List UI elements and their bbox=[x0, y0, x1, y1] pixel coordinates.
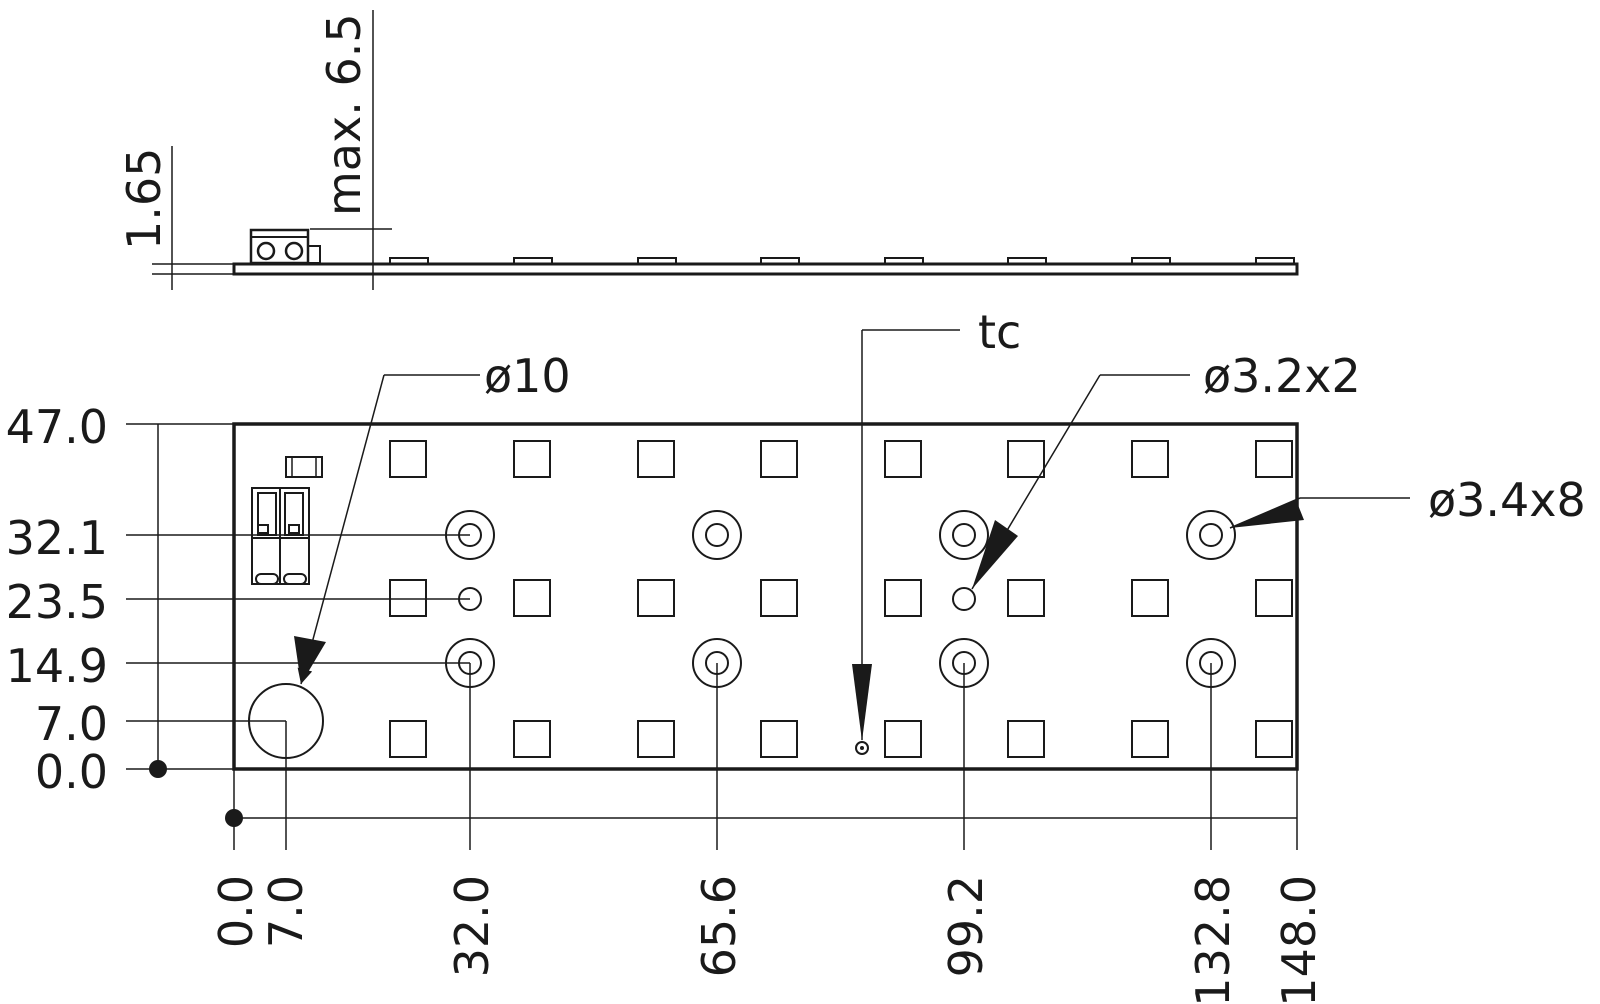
callout-mount-holes: ø3.4x8 bbox=[1229, 473, 1586, 529]
x-label-32: 32.0 bbox=[445, 875, 499, 977]
smd-component bbox=[285, 456, 323, 478]
callout-tc: tc bbox=[852, 305, 1021, 741]
side-led-bumps bbox=[389, 257, 1295, 265]
callout-big-hole-label: ø10 bbox=[484, 349, 571, 403]
led-squares bbox=[389, 440, 1293, 758]
side-view: 1.65 max. 6.5 bbox=[117, 10, 1299, 290]
y-label-7: 7.0 bbox=[35, 697, 108, 751]
x-label-99-2: 99.2 bbox=[939, 875, 993, 977]
x-label-148: 148.0 bbox=[1272, 875, 1326, 1004]
x-label-132-8: 132.8 bbox=[1186, 875, 1240, 1004]
dim-thickness-label: 1.65 bbox=[117, 148, 171, 250]
board-outline bbox=[232, 422, 1299, 771]
callout-tc-label: tc bbox=[978, 305, 1021, 359]
side-pcb-outline bbox=[232, 262, 1299, 276]
mounting-holes bbox=[445, 510, 1236, 688]
y-label-0: 0.0 bbox=[35, 745, 108, 799]
y-label-23-5: 23.5 bbox=[6, 575, 108, 629]
x-label-65-6: 65.6 bbox=[692, 875, 746, 977]
x-dimension-labels: 0.0 7.0 32.0 65.6 99.2 132.8 148.0 bbox=[209, 875, 1326, 1004]
y-dimensions bbox=[126, 423, 470, 770]
x-dimensions bbox=[233, 663, 1298, 850]
y-dimension-labels: 47.0 32.1 23.5 14.9 7.0 0.0 bbox=[6, 400, 108, 799]
y-label-32-1: 32.1 bbox=[6, 511, 108, 565]
y-origin-dot bbox=[149, 760, 167, 778]
connector-top bbox=[251, 487, 310, 585]
side-connector bbox=[249, 228, 321, 265]
callout-small-holes: ø3.2x2 bbox=[971, 349, 1361, 590]
x-origin-dot bbox=[225, 809, 243, 827]
tc-point bbox=[855, 741, 869, 755]
dim-max-height-label: max. 6.5 bbox=[317, 13, 371, 216]
x-label-7: 7.0 bbox=[259, 875, 313, 948]
y-label-47: 47.0 bbox=[6, 400, 108, 454]
small-holes bbox=[458, 587, 976, 611]
x-label-0: 0.0 bbox=[209, 875, 263, 948]
callout-big-hole: ø10 bbox=[294, 349, 571, 685]
y-label-14-9: 14.9 bbox=[6, 639, 108, 693]
callout-small-holes-label: ø3.2x2 bbox=[1203, 349, 1361, 403]
top-view: 47.0 32.1 23.5 14.9 7.0 0.0 0.0 7.0 32.0… bbox=[6, 305, 1586, 1004]
callout-mount-holes-label: ø3.4x8 bbox=[1428, 473, 1586, 527]
